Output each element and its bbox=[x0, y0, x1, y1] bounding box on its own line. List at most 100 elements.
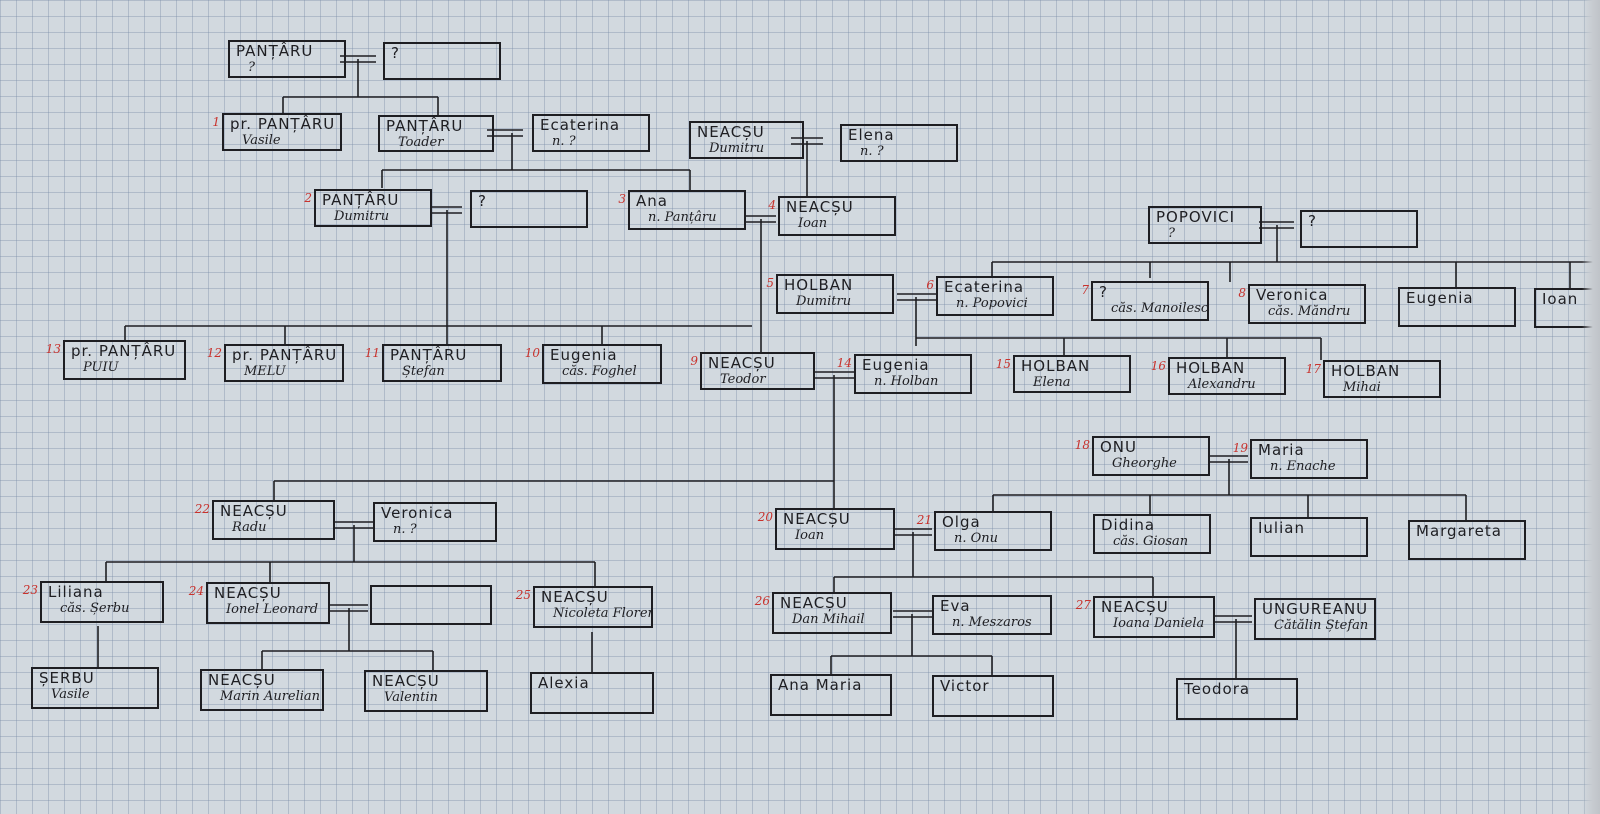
person-name-line1: NEACȘU bbox=[372, 672, 440, 690]
person-number-label: 10 bbox=[524, 346, 540, 360]
person-number-label: 20 bbox=[757, 510, 773, 524]
person-box-p-pant-w[interactable]: ? bbox=[383, 42, 501, 80]
person-name-line2: n. Onu bbox=[954, 531, 999, 546]
person-name-line2: n. ? bbox=[393, 522, 417, 537]
person-number-label: 22 bbox=[194, 502, 210, 516]
person-name-line1: Eugenia bbox=[862, 356, 930, 374]
person-number-label: 12 bbox=[206, 346, 222, 360]
person-number-label: 19 bbox=[1232, 441, 1248, 455]
person-name-line1: PANȚÂRU bbox=[322, 191, 400, 209]
person-name-line1: PANȚÂRU bbox=[390, 346, 468, 364]
person-name-line2: Alexandru bbox=[1188, 377, 1256, 392]
person-name-line1: UNGUREANU bbox=[1262, 600, 1369, 618]
person-box-victor[interactable]: Victor bbox=[932, 675, 1054, 717]
person-box-pant-dum-w[interactable]: ? bbox=[470, 190, 588, 228]
person-name-line1: Liliana bbox=[48, 583, 104, 601]
person-name-line2: Ioana Daniela bbox=[1113, 616, 1205, 631]
person-name-line1: pr. PANȚÂRU bbox=[230, 115, 336, 133]
person-name-line1: Olga bbox=[942, 513, 981, 531]
person-box-alexia[interactable]: Alexia bbox=[530, 672, 654, 714]
person-box-eugenia-p[interactable]: Eugenia bbox=[1398, 287, 1516, 327]
person-name-line1: pr. PANȚÂRU bbox=[232, 346, 338, 364]
person-name-line1: HOLBAN bbox=[1176, 359, 1246, 377]
person-name-line2: căs. Giosan bbox=[1113, 534, 1189, 549]
person-name-line1: ? bbox=[478, 192, 487, 210]
paper-edge bbox=[1582, 0, 1600, 814]
person-box-manoil[interactable]: ?căs. Manoilescu bbox=[1091, 281, 1209, 321]
person-name-line2: PUIU bbox=[83, 360, 119, 375]
person-box-teodora[interactable]: Teodora bbox=[1176, 678, 1298, 720]
person-name-line1: Eugenia bbox=[1406, 289, 1474, 307]
person-name-line1: NEACȘU bbox=[208, 671, 276, 689]
person-name-line2: n. Popovici bbox=[956, 296, 1028, 311]
person-name-line2: ? bbox=[1168, 226, 1175, 241]
person-name-line1: Didina bbox=[1101, 516, 1156, 534]
person-number-label: 6 bbox=[926, 278, 934, 292]
person-name-line2: Mihai bbox=[1343, 380, 1381, 395]
person-number-label: 1 bbox=[212, 115, 220, 129]
person-number-label: 9 bbox=[690, 354, 698, 368]
person-name-line1: PANȚÂRU bbox=[236, 42, 314, 60]
person-box-popovici-w[interactable]: ? bbox=[1300, 210, 1418, 248]
person-number-label: 4 bbox=[768, 198, 776, 212]
person-name-line1: Ecaterina bbox=[540, 116, 621, 134]
person-box-margareta[interactable]: Margareta bbox=[1408, 520, 1526, 560]
person-name-line2: Ioan bbox=[795, 528, 825, 543]
person-box-popovici[interactable]: POPOVICI? bbox=[1148, 206, 1262, 244]
person-number-label: 15 bbox=[995, 357, 1011, 371]
person-box-iulian[interactable]: Iulian bbox=[1250, 517, 1368, 557]
person-name-line2: n. ? bbox=[552, 134, 576, 149]
person-name-line2: căs. Măndru bbox=[1268, 304, 1351, 319]
person-name-line1: Iulian bbox=[1258, 519, 1305, 537]
person-number-label: 21 bbox=[916, 513, 932, 527]
person-name-line2: Vasile bbox=[51, 687, 90, 702]
person-name-line1: PANȚÂRU bbox=[386, 117, 464, 135]
person-name-line1: NEACȘU bbox=[708, 354, 776, 372]
person-name-line1: Alexia bbox=[538, 674, 590, 692]
person-name-line1: ? bbox=[1099, 283, 1108, 301]
person-box-anamaria[interactable]: Ana Maria bbox=[770, 674, 892, 716]
person-box-p-pant[interactable]: PANȚÂRU? bbox=[228, 40, 346, 78]
person-box-ionel-w[interactable] bbox=[370, 585, 492, 625]
person-name-line2: Radu bbox=[232, 520, 267, 535]
person-name-line2: Dan Mihail bbox=[792, 612, 865, 627]
person-name-line1: HOLBAN bbox=[1021, 357, 1091, 375]
